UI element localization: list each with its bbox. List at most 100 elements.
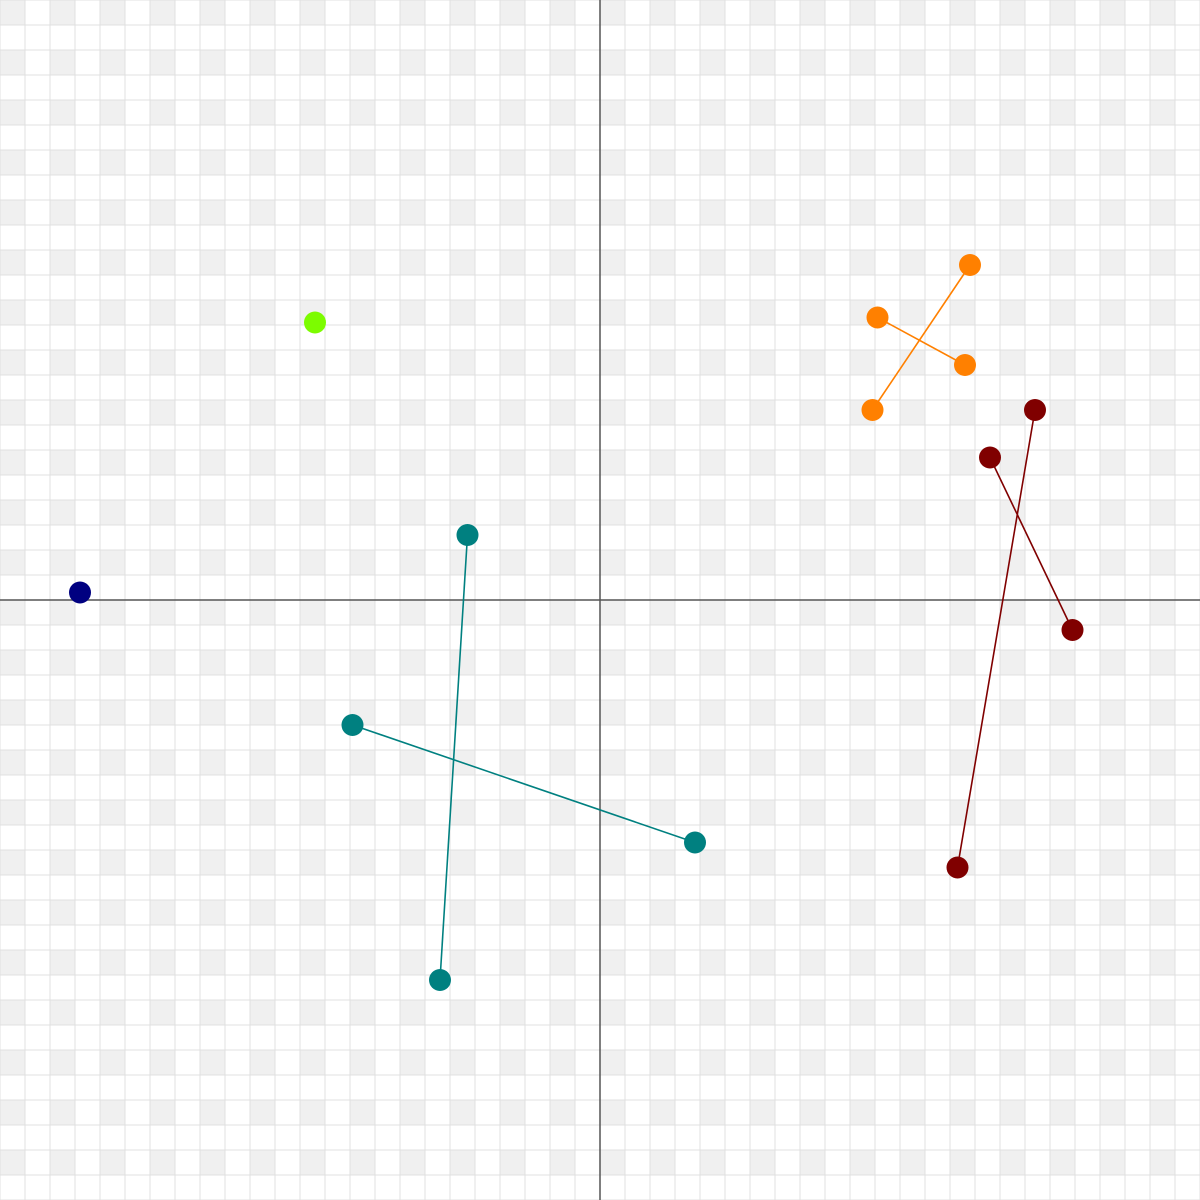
points <box>69 254 1084 991</box>
checker-cell <box>1000 1150 1025 1175</box>
checker-cell <box>750 950 775 975</box>
point-orange[interactable] <box>954 354 976 376</box>
checker-cell <box>950 100 975 125</box>
checker-cell <box>750 100 775 125</box>
checker-cell <box>300 0 325 25</box>
checker-cell <box>700 800 725 825</box>
checker-cell <box>150 900 175 925</box>
point-orange[interactable] <box>861 399 884 421</box>
checker-cell <box>0 350 25 375</box>
point-teal[interactable] <box>341 714 364 736</box>
checker-cell <box>600 0 625 25</box>
checker-cell <box>550 200 575 225</box>
checker-cell <box>600 100 625 125</box>
point-maroon[interactable] <box>1024 399 1046 421</box>
checker-cell <box>900 700 925 725</box>
checker-cell <box>0 1000 25 1025</box>
checker-cell <box>850 1000 875 1025</box>
checker-cell <box>250 250 275 275</box>
checker-cell <box>550 1150 575 1175</box>
checker-cell <box>1100 300 1125 325</box>
checker-cell <box>300 1100 325 1125</box>
checker-cell <box>550 250 575 275</box>
checker-cell <box>50 700 75 725</box>
point-navy[interactable] <box>69 581 91 604</box>
checker-cell <box>700 850 725 875</box>
checker-cell <box>600 900 625 925</box>
checker-cell <box>400 300 425 325</box>
checker-cell <box>1000 950 1025 975</box>
checker-cell <box>800 750 825 775</box>
checker-cell <box>950 1000 975 1025</box>
checker-cell <box>800 550 825 575</box>
checker-cell <box>600 650 625 675</box>
checker-cell <box>500 750 525 775</box>
checker-cell <box>300 1050 325 1075</box>
checker-cell <box>700 750 725 775</box>
checker-cell <box>450 500 475 525</box>
checker-cell <box>100 200 125 225</box>
checker-cell <box>550 550 575 575</box>
point-lime[interactable] <box>304 311 326 334</box>
checker-cell <box>100 1100 125 1125</box>
checker-cell <box>50 850 75 875</box>
checker-cell <box>800 150 825 175</box>
checker-cell <box>600 400 625 425</box>
point-teal[interactable] <box>429 969 451 991</box>
checker-cell <box>900 1050 925 1075</box>
checker-cell <box>400 250 425 275</box>
checker-cell <box>0 1150 25 1175</box>
checker-cell <box>1150 0 1175 25</box>
checker-cell <box>300 50 325 75</box>
checker-cell <box>750 900 775 925</box>
checker-cell <box>500 1050 525 1075</box>
checker-cell <box>1050 1050 1075 1075</box>
checker-cell <box>1000 100 1025 125</box>
point-maroon[interactable] <box>979 446 1001 469</box>
checker-cell <box>650 250 675 275</box>
checker-cell <box>350 300 375 325</box>
checker-cell <box>300 400 325 425</box>
checker-cell <box>650 400 675 425</box>
checker-cell <box>200 750 225 775</box>
point-orange[interactable] <box>959 254 981 276</box>
checker-cell <box>700 100 725 125</box>
checker-cell <box>1150 700 1175 725</box>
checker-cell <box>550 800 575 825</box>
point-teal[interactable] <box>684 831 706 854</box>
checker-cell <box>250 850 275 875</box>
checker-cell <box>1000 250 1025 275</box>
segment-teal <box>439 534 469 981</box>
checker-cell <box>650 100 675 125</box>
checker-cell <box>1000 150 1025 175</box>
checker-cell <box>850 700 875 725</box>
checker-cell <box>250 1000 275 1025</box>
checker-cell <box>550 50 575 75</box>
checker-cell <box>150 250 175 275</box>
checker-cell <box>100 900 125 925</box>
point-orange[interactable] <box>866 306 889 329</box>
checker-cell <box>900 50 925 75</box>
checker-cell <box>750 300 775 325</box>
checker-cell <box>100 50 125 75</box>
checker-cell <box>50 1100 75 1125</box>
checker-cell <box>500 150 525 175</box>
checker-cell <box>750 800 775 825</box>
checker-cell <box>900 500 925 525</box>
checker-cell <box>100 550 125 575</box>
checker-cell <box>150 100 175 125</box>
checker-cell <box>950 700 975 725</box>
checker-cell <box>0 450 25 475</box>
checker-cell <box>1050 1100 1075 1125</box>
checker-cell <box>750 0 775 25</box>
point-maroon[interactable] <box>946 856 969 879</box>
checker-cell <box>200 100 225 125</box>
checker-cell <box>50 250 75 275</box>
checker-cell <box>250 1050 275 1075</box>
checker-cell <box>200 150 225 175</box>
point-maroon[interactable] <box>1061 619 1084 641</box>
point-teal[interactable] <box>456 524 479 546</box>
checker-cell <box>50 550 75 575</box>
checker-cell <box>1100 700 1125 725</box>
checker-cell <box>300 200 325 225</box>
